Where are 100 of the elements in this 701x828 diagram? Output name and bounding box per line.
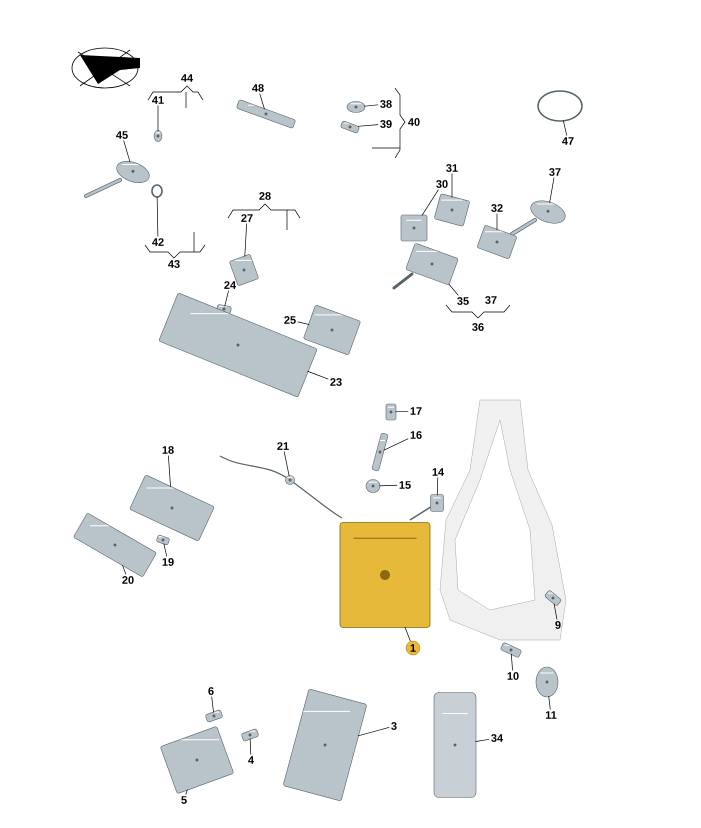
- callout-number: 38: [380, 100, 392, 108]
- leader-line: [284, 451, 290, 477]
- callout-number: 14: [432, 468, 444, 476]
- leader-line: [510, 654, 513, 671]
- callout-number: 28: [259, 192, 271, 200]
- leader-line: [548, 696, 551, 710]
- bolt: [386, 404, 396, 420]
- leader-line: [122, 564, 126, 575]
- callout-number: 3: [391, 722, 397, 730]
- bracket: [477, 225, 517, 259]
- callout-number: 37: [549, 168, 561, 176]
- callout-number: 27: [241, 214, 253, 222]
- cap: [346, 101, 366, 113]
- o-ring: [151, 184, 163, 198]
- striker: [536, 666, 558, 698]
- callout-number: 39: [380, 120, 392, 128]
- leader-line: [383, 438, 409, 451]
- rivet: [205, 710, 223, 722]
- callout-number: 35: [457, 297, 469, 305]
- leader-line: [563, 120, 568, 136]
- callout-number: 19: [162, 558, 174, 566]
- cable: [220, 455, 342, 519]
- bolt: [544, 590, 562, 606]
- leader-line: [224, 290, 229, 307]
- cover: [74, 513, 156, 577]
- pin: [340, 120, 360, 134]
- rivet: [241, 728, 259, 742]
- key: [510, 200, 566, 236]
- door-lock: [340, 522, 430, 628]
- screw: [156, 534, 170, 546]
- callout-number: 31: [446, 164, 458, 172]
- callout-number: 11: [546, 711, 556, 719]
- leader-line: [297, 322, 310, 325]
- bolt: [500, 642, 522, 658]
- callout-number: 18: [162, 446, 174, 454]
- trim-panel: [130, 475, 214, 541]
- callout-number: 25: [284, 316, 296, 324]
- leader-line: [378, 484, 398, 486]
- leader-line: [156, 196, 158, 237]
- leader-line: [436, 477, 438, 496]
- gasket: [304, 305, 360, 355]
- rod: [372, 432, 388, 472]
- callout-number: 34: [491, 734, 504, 742]
- leader-line: [549, 177, 554, 204]
- callout-number: 32: [491, 204, 503, 212]
- callout-number: 1: [406, 640, 420, 656]
- callout-number: 44: [181, 74, 194, 82]
- lock-cylinder: [392, 243, 458, 290]
- callout-number: 5: [181, 796, 187, 804]
- callout-number: 42: [152, 238, 164, 246]
- o-ring: [537, 90, 583, 122]
- callout-number: 48: [252, 84, 264, 92]
- spray-can: [434, 692, 476, 798]
- callout-number: 16: [410, 431, 422, 439]
- leader-line: [163, 543, 168, 557]
- callout-number: 37: [485, 296, 497, 304]
- leader-line: [244, 223, 248, 257]
- cap: [434, 194, 470, 226]
- callout-number: 4: [248, 756, 254, 764]
- callout-number: 17: [410, 407, 422, 415]
- callout-number: 45: [116, 131, 128, 139]
- leader-line: [358, 726, 390, 736]
- callout-number: 10: [508, 672, 519, 680]
- leader-line: [496, 213, 498, 230]
- callout-number: 36: [472, 323, 484, 331]
- callout-number: 24: [224, 281, 236, 289]
- key-blade: [236, 100, 296, 128]
- leader-line: [364, 104, 379, 107]
- callout-number: 23: [330, 378, 342, 386]
- cover: [400, 214, 428, 242]
- switch: [410, 494, 444, 521]
- handle-carrier: [159, 293, 317, 397]
- leader-line: [307, 370, 329, 380]
- leader-line: [422, 189, 439, 216]
- leader-line: [123, 140, 130, 163]
- leader-line: [474, 738, 490, 742]
- callout-number: 47: [562, 137, 574, 145]
- leader-line: [211, 696, 214, 713]
- leader-line: [185, 789, 188, 795]
- lock-housing: [283, 689, 367, 801]
- callout-number: 9: [555, 621, 561, 629]
- leader-line: [358, 124, 379, 127]
- callout-number: 43: [168, 260, 180, 268]
- key: [84, 161, 150, 198]
- callout-number: 20: [122, 576, 134, 584]
- callout-number: 40: [408, 118, 420, 126]
- leader-line: [394, 410, 409, 412]
- callout-number: 21: [277, 442, 289, 450]
- callout-number: 30: [436, 180, 448, 188]
- mounting-bracket: [160, 726, 234, 794]
- leader-line: [554, 603, 558, 620]
- o-ring: [154, 130, 162, 142]
- leader-line: [404, 626, 411, 642]
- leader-line: [448, 284, 459, 296]
- callout-number: 41: [152, 96, 164, 104]
- callout-number: 6: [208, 687, 214, 695]
- callout-number: 15: [400, 481, 411, 489]
- leader-line: [259, 93, 265, 110]
- cap: [366, 479, 380, 493]
- leader-line: [250, 738, 252, 755]
